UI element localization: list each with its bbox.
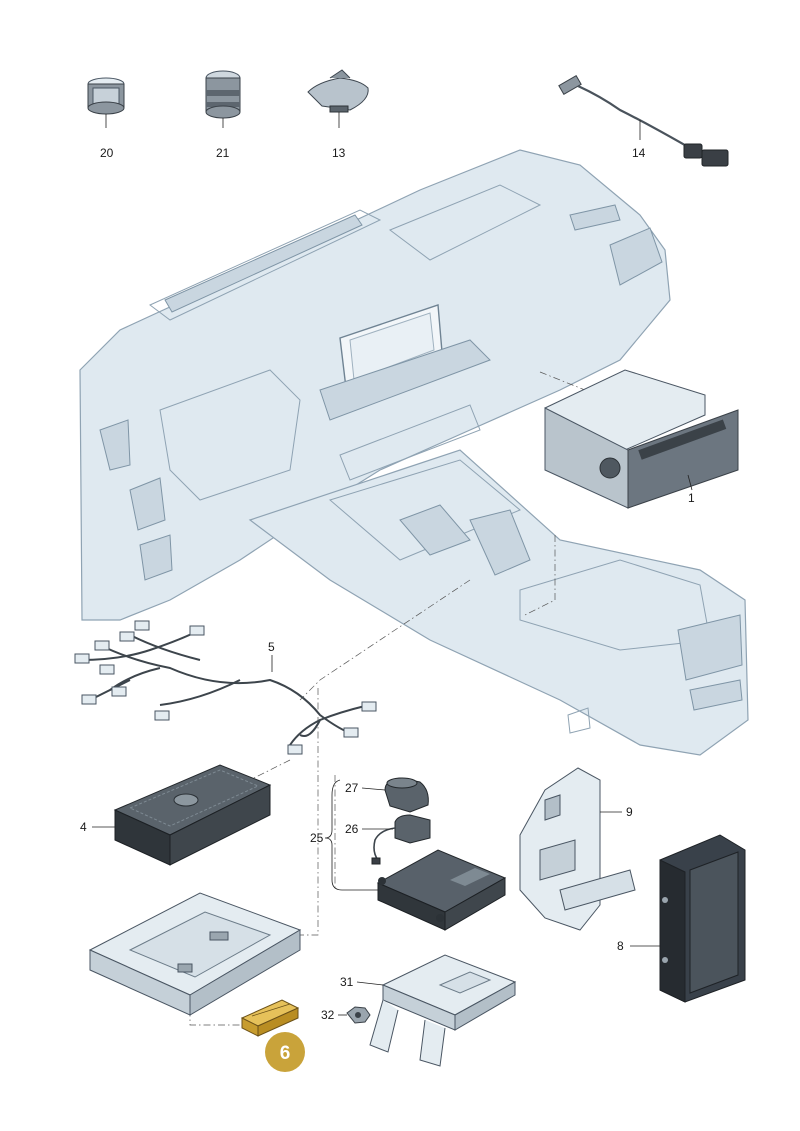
ref-line-1 — [539, 371, 591, 393]
label-14: 14 — [632, 146, 646, 160]
part-4-charger-module[interactable] — [92, 764, 272, 866]
part-13-antenna[interactable] — [307, 69, 369, 128]
part-14-cable[interactable] — [558, 74, 729, 167]
part-25-control-unit[interactable] — [342, 849, 507, 931]
part-1-radio-unit[interactable] — [544, 369, 739, 509]
part-27-sensor[interactable] — [361, 777, 429, 813]
label-25: 25 — [310, 831, 324, 845]
label-27: 27 — [345, 781, 359, 795]
label-21: 21 — [216, 146, 230, 160]
label-9: 9 — [626, 805, 633, 819]
part-21-knob[interactable] — [205, 70, 241, 128]
label-8: 8 — [617, 939, 624, 953]
ref-line-4 — [249, 759, 291, 781]
callout-badge-6[interactable]: 6 — [265, 1032, 305, 1072]
part-5-harness[interactable] — [74, 620, 377, 755]
label-6: 6 — [280, 1043, 291, 1064]
charger-tray — [88, 892, 302, 1016]
ref-line-6 — [189, 688, 319, 1026]
label-26: 26 — [345, 822, 359, 836]
ref-line-5 — [299, 579, 471, 701]
label-31: 31 — [340, 975, 354, 989]
part-32-nut[interactable] — [338, 1006, 371, 1024]
label-4: 4 — [80, 820, 87, 834]
label-1: 1 — [688, 491, 695, 505]
dashboard-illustration — [79, 149, 749, 756]
part-9-mounting-bracket[interactable] — [519, 767, 636, 931]
part-8-control-module[interactable] — [630, 834, 746, 1003]
bracket-25 — [324, 779, 343, 891]
part-6-highlighted-connector[interactable] — [240, 999, 300, 1037]
label-32: 32 — [321, 1008, 335, 1022]
part-20-knob[interactable] — [87, 77, 125, 128]
label-5: 5 — [268, 640, 275, 654]
label-13: 13 — [332, 146, 346, 160]
part-31-bracket[interactable] — [356, 954, 517, 1067]
label-20: 20 — [100, 146, 114, 160]
part-26-sensor-cable[interactable] — [362, 814, 431, 865]
ref-line-console — [524, 535, 556, 616]
